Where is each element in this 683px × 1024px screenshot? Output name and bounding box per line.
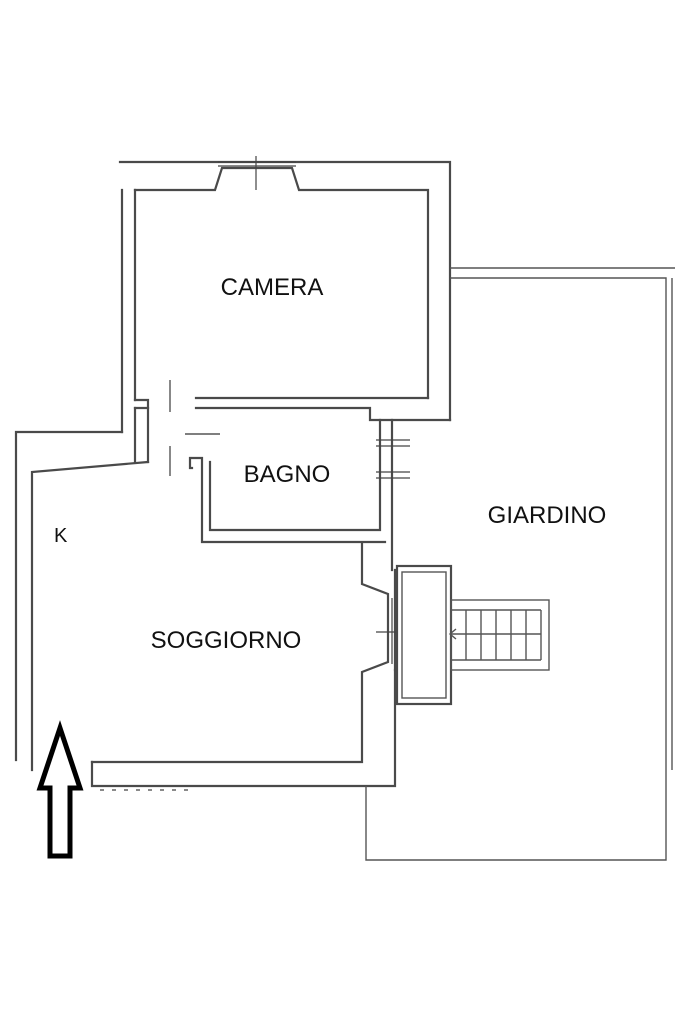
soggiorno-room: SOGGIORNO — [90, 542, 412, 791]
k-marker: K — [54, 525, 68, 547]
camera-window — [218, 156, 296, 190]
bagno-window — [376, 439, 410, 479]
giardino-label: GIARDINO — [488, 502, 607, 529]
soggiorno-label: SOGGIORNO — [151, 627, 302, 654]
bagno-label: BAGNO — [244, 461, 331, 488]
camera-room: CAMERA — [118, 156, 452, 434]
stair-arrow-icon — [448, 628, 457, 640]
staircase — [395, 564, 550, 706]
camera-label: CAMERA — [221, 274, 324, 301]
giardino-area: GIARDINO — [365, 267, 675, 861]
bagno-room: BAGNO — [188, 418, 410, 572]
k-area: K — [14, 430, 150, 772]
hallway — [133, 380, 220, 476]
arrow-up-icon — [36, 720, 84, 859]
